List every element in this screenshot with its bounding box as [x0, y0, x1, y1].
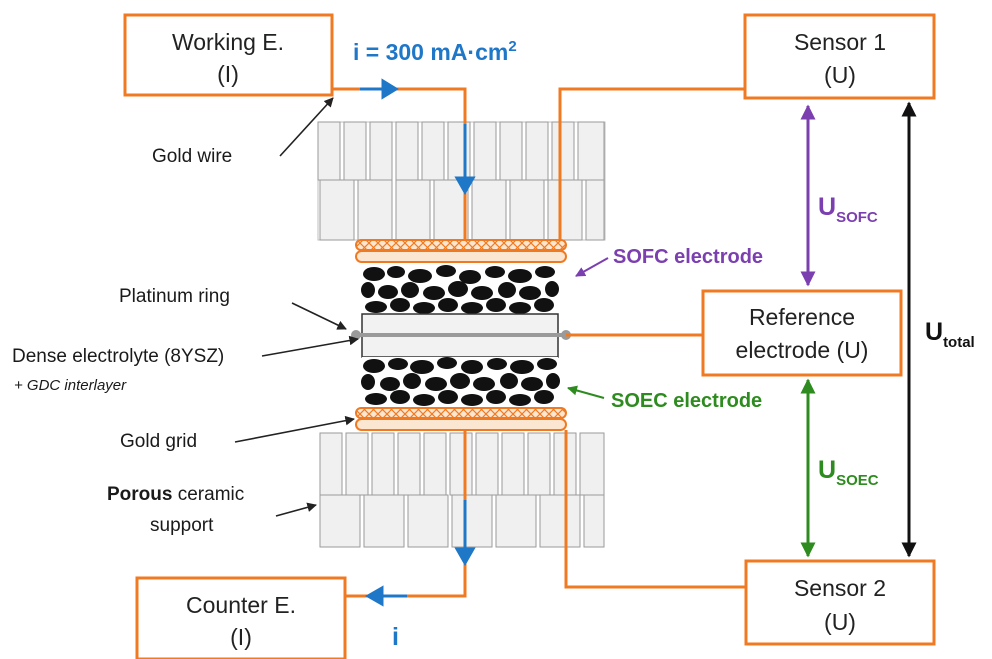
counter-electrode-box: Counter E. (I) [135, 576, 347, 659]
platinum-ring-label: Platinum ring [119, 286, 230, 307]
interlayer-label: + GDC interlayer [14, 377, 127, 394]
bottom-ceramic-support [319, 432, 605, 548]
current-density-label: i = 300 mA·cm2 [353, 38, 517, 65]
sofc-electrode-layer [361, 265, 559, 314]
sensor-1-box: Sensor 1 (U) [743, 13, 936, 100]
usofc-label: USOFC [818, 193, 878, 226]
sofc-electrode-label: SOFC electrode [613, 246, 763, 268]
platinum-ring-pointer [291, 302, 347, 330]
working-box-line2: (I) [217, 61, 239, 87]
counter-box-line2: (I) [230, 624, 252, 650]
gold-wire-label: Gold wire [152, 146, 232, 167]
electrolyte-pointer [261, 335, 359, 357]
support-label: support [150, 515, 214, 536]
dense-electrolyte [351, 313, 571, 358]
support-pointer [275, 502, 317, 517]
top-gold-grid [355, 239, 567, 263]
working-electrode-box: Working E. (I) [123, 13, 334, 97]
gold-grid-pointer [234, 415, 355, 443]
sensor2-line1: Sensor 2 [794, 575, 886, 601]
sensor2-line2: (U) [824, 609, 856, 635]
working-box-line1: Working E. [172, 29, 284, 55]
bottom-gold-grid [355, 407, 567, 431]
top-ceramic-support [317, 121, 606, 241]
usoec-label: USOEC [818, 456, 879, 489]
gold-grid-label: Gold grid [120, 431, 197, 452]
sofc-electrode-pointer [575, 257, 609, 277]
gold-wire-pointer [279, 97, 334, 157]
electrolyte-label: Dense electrolyte (8YSZ) [12, 346, 224, 367]
soec-electrode-label: SOEC electrode [611, 390, 762, 412]
sensor1-line2: (U) [824, 62, 856, 88]
soec-electrode-layer [361, 357, 560, 407]
utotal-label: Utotal [925, 318, 975, 351]
soec-electrode-pointer [567, 385, 605, 399]
current-return-label: i [392, 623, 399, 651]
reference-line1: Reference [749, 304, 855, 330]
counter-box-line1: Counter E. [186, 592, 296, 618]
current-arrows [360, 78, 476, 607]
sensor-2-box: Sensor 2 (U) [744, 559, 936, 646]
reference-line2: electrode (U) [736, 337, 869, 363]
reference-electrode-box: Reference electrode (U) [701, 289, 903, 377]
sensor1-line1: Sensor 1 [794, 29, 886, 55]
porous-ceramic-label: Porous ceramic [107, 484, 244, 505]
